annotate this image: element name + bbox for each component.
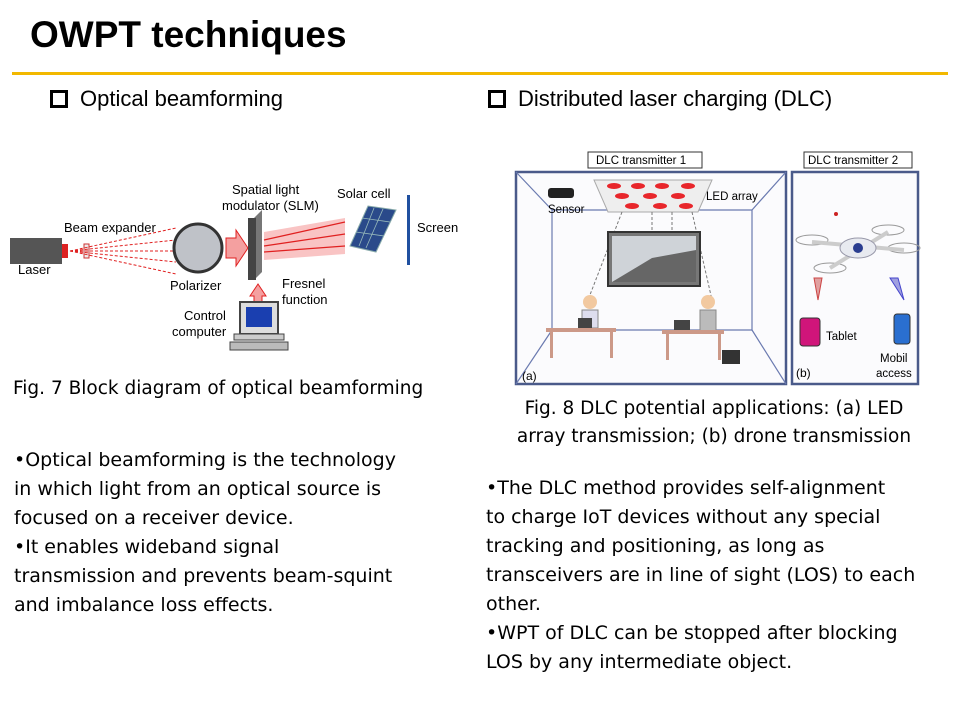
right-bullet-1-line-2: to charge IoT devices without any specia… xyxy=(486,506,881,528)
polarizer-label: Polarizer xyxy=(170,278,222,293)
left-bullet-1: •Optical beamforming is the technology i… xyxy=(14,446,454,533)
left-heading-text: Optical beamforming xyxy=(80,86,283,111)
left-bullet-1-line-2: in which light from an optical source is xyxy=(14,478,382,500)
computer-screen-icon xyxy=(246,307,272,327)
keyboard-icon xyxy=(229,341,289,351)
led-array-icon xyxy=(607,183,695,209)
screen-icon xyxy=(407,195,410,265)
left-bullet-2-line-2: transmission and prevents beam-squint xyxy=(14,565,393,587)
laser-icon xyxy=(10,238,62,264)
right-bullet-1-line-3: tracking and positioning, as long as xyxy=(486,535,825,557)
bullet-dot-icon: • xyxy=(14,536,26,558)
fig7-caption: Fig. 7 Block diagram of optical beamform… xyxy=(13,378,424,399)
bullet-dot-icon: • xyxy=(14,449,26,471)
right-heading-text: Distributed laser charging (DLC) xyxy=(518,86,833,111)
left-bullets: •Optical beamforming is the technology i… xyxy=(14,446,454,620)
fresnel-label-line1: Fresnel xyxy=(282,276,325,291)
tablet-icon xyxy=(799,317,821,347)
panel-a-label: (a) xyxy=(522,369,537,383)
slm-label-line1: Spatial light xyxy=(232,182,300,197)
left-bullet-1-line-3: focused on a receiver device. xyxy=(14,507,294,529)
laser-aperture-icon xyxy=(62,244,68,258)
dlc-diagram: DLC transmitter 1 DLC transmitter 2 Sens… xyxy=(514,151,921,386)
slide-title: OWPT techniques xyxy=(30,14,347,55)
office-workers-icon xyxy=(546,295,740,364)
control-label-line1: Control xyxy=(184,308,226,323)
drone-beam-tablet xyxy=(813,277,823,301)
drone-beam-mobile xyxy=(889,277,905,301)
fig8-caption-line-1: Fig. 8 DLC potential applications: (a) L… xyxy=(524,398,904,419)
tx1-label-box xyxy=(587,151,703,169)
bullet-dot-icon: • xyxy=(486,622,498,644)
tablet-label: Tablet xyxy=(826,331,857,343)
right-heading: Distributed laser charging (DLC) xyxy=(488,86,832,112)
sensor-icon xyxy=(548,188,574,198)
access-label: access xyxy=(876,368,912,380)
tx2-label-box xyxy=(803,151,913,169)
title-underline xyxy=(12,72,948,75)
solar-cell-label: Solar cell xyxy=(337,186,391,201)
laser-label: Laser xyxy=(18,262,51,277)
beam-arrow-icon xyxy=(225,228,249,268)
tx2-label: DLC transmitter 2 xyxy=(808,155,898,167)
checkbox-bullet-icon xyxy=(488,90,506,108)
right-bullet-2-line-1: WPT of DLC can be stopped after blocking xyxy=(497,622,898,644)
solar-cell-icon xyxy=(349,205,397,253)
screen-label: Screen xyxy=(417,220,458,235)
output-beam xyxy=(264,218,345,260)
mobil-label: Mobil xyxy=(880,353,907,365)
slm-icon xyxy=(248,218,256,280)
left-bullet-2-line-1: It enables wideband signal xyxy=(25,536,280,558)
output-beam-lines xyxy=(263,221,346,253)
right-bullet-1-line-4: transceivers are in line of sight (LOS) … xyxy=(486,564,916,586)
right-bullet-2-line-2: LOS by any intermediate object. xyxy=(486,651,793,673)
right-bullet-2: •WPT of DLC can be stopped after blockin… xyxy=(486,619,948,677)
slm-label-line2: modulator (SLM) xyxy=(222,198,319,213)
road-scene xyxy=(612,250,696,282)
left-heading: Optical beamforming xyxy=(50,86,283,112)
bullet-dot-icon: • xyxy=(486,477,498,499)
drone-icon xyxy=(795,224,921,274)
control-label-line2: computer xyxy=(172,324,227,339)
drone-indicator-icon xyxy=(834,212,838,216)
mobile-phone-icon xyxy=(893,313,911,345)
left-bullet-2-line-3: and imbalance loss effects. xyxy=(14,594,274,616)
sensor-label: Sensor xyxy=(548,204,585,216)
optical-beamforming-diagram: Laser Beam expander Polarizer Spatial li… xyxy=(10,182,458,351)
fig8-caption: Fig. 8 DLC potential applications: (a) L… xyxy=(486,395,942,451)
right-bullet-1-line-1: The DLC method provides self-alignment xyxy=(497,477,886,499)
right-bullets: •The DLC method provides self-alignment … xyxy=(486,474,948,677)
polarizer-icon xyxy=(172,222,224,274)
left-bullet-1-line-1: Optical beamforming is the technology xyxy=(25,449,396,471)
left-bullet-2: •It enables wideband signal transmission… xyxy=(14,533,454,620)
right-bullet-1: •The DLC method provides self-alignment … xyxy=(486,474,948,619)
checkbox-bullet-icon xyxy=(50,90,68,108)
computer-base-icon xyxy=(233,333,285,341)
panel-b-label: (b) xyxy=(796,366,811,380)
expanding-beam xyxy=(69,227,177,275)
tx1-label: DLC transmitter 1 xyxy=(596,155,686,167)
fresnel-label-line2: function xyxy=(282,292,328,307)
beam-expander-label: Beam expander xyxy=(64,220,156,235)
right-bullet-1-line-5: other. xyxy=(486,593,541,615)
led-array-label: LED array xyxy=(706,191,758,203)
fig8-caption-line-2: array transmission; (b) drone transmissi… xyxy=(516,426,912,447)
